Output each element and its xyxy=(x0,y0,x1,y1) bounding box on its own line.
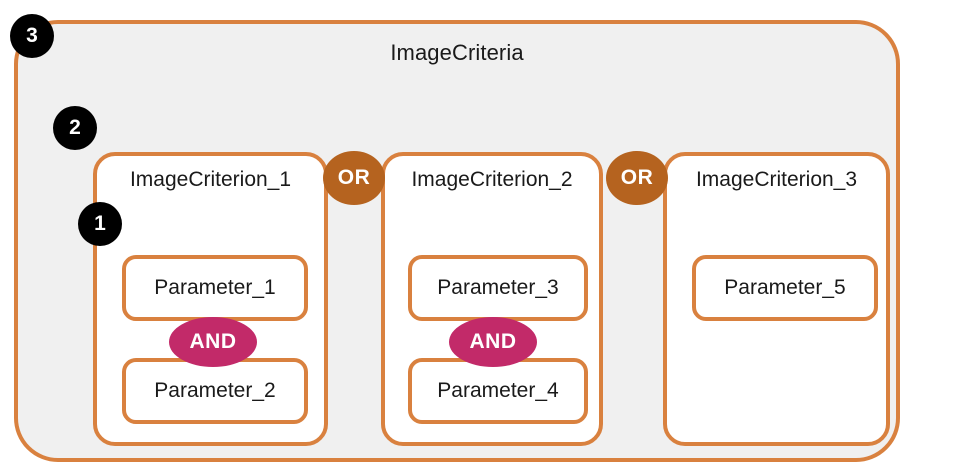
annotation-badge-2: 2 xyxy=(53,106,97,150)
criterion-box-3[interactable]: ImageCriterion_3 Parameter_5 xyxy=(663,152,890,446)
criterion-box-2[interactable]: ImageCriterion_2 Parameter_3 Parameter_4 xyxy=(381,152,603,446)
annotation-badge-1: 1 xyxy=(78,202,122,246)
parameter-box-2[interactable]: Parameter_2 xyxy=(122,358,308,424)
criterion-box-1[interactable]: ImageCriterion_1 Parameter_1 Parameter_2 xyxy=(93,152,328,446)
or-operator-1[interactable]: OR xyxy=(323,151,385,205)
image-criteria-title: ImageCriteria xyxy=(390,40,524,65)
parameter-box-3[interactable]: Parameter_3 xyxy=(408,255,588,321)
and-operator-1[interactable]: AND xyxy=(169,317,257,367)
criterion-title-2: ImageCriterion_2 xyxy=(411,168,573,191)
parameter-box-1[interactable]: Parameter_1 xyxy=(122,255,308,321)
annotation-badge-3: 3 xyxy=(10,14,54,58)
criterion-title-1: ImageCriterion_1 xyxy=(129,168,292,191)
criterion-title-3: ImageCriterion_3 xyxy=(695,168,858,191)
parameter-box-5[interactable]: Parameter_5 xyxy=(692,255,878,321)
or-operator-2[interactable]: OR xyxy=(606,151,668,205)
image-criteria-group[interactable]: ImageCriteria ImageCriterion_1 Parameter… xyxy=(14,20,900,462)
parameter-box-4[interactable]: Parameter_4 xyxy=(408,358,588,424)
and-operator-2[interactable]: AND xyxy=(449,317,537,367)
